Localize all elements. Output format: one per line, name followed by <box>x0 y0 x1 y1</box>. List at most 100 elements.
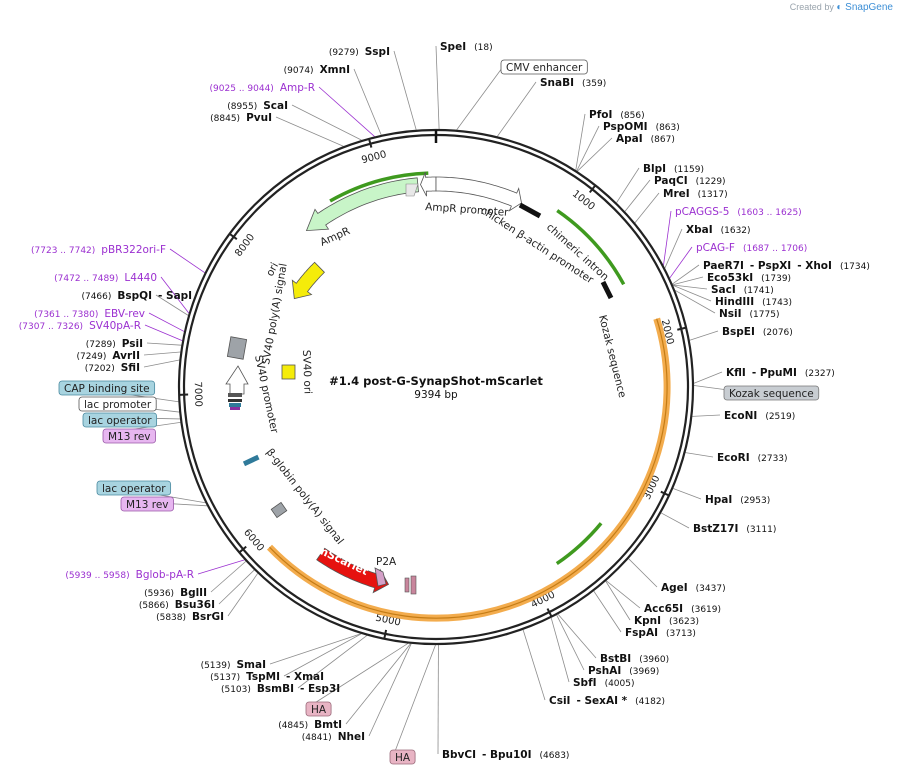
label-csii-extra-0: - SexAI * <box>576 695 627 707</box>
label-sbfi[interactable]: SbfI(4005) <box>573 677 635 689</box>
tick-label-7000: 7000 <box>192 381 204 407</box>
label-bglii[interactable]: BglII(5936) <box>144 587 207 599</box>
label-bstz17i[interactable]: BstZ17I(3111) <box>693 523 776 535</box>
label-lacop2[interactable]: lac operator <box>96 480 172 496</box>
label-sfii[interactable]: SfiI(7202) <box>85 362 140 374</box>
label-blpi[interactable]: BlpI(1159) <box>643 163 704 175</box>
leader-avrii <box>143 351 181 356</box>
label-bspei[interactable]: BspEI(2076) <box>722 326 793 338</box>
label-kozak-box-box <box>723 385 820 401</box>
label-bmti-name: BmtI <box>314 719 342 731</box>
label-eco53ki-name: Eco53kI <box>707 272 753 284</box>
label-ecori[interactable]: EcoRI(2733) <box>717 452 788 464</box>
label-paer7i-name: PaeR7I <box>703 260 744 272</box>
label-apai[interactable]: ApaI(867) <box>616 133 675 145</box>
label-ebvrev[interactable]: EBV-rev(7361 .. 7380) <box>34 308 145 320</box>
label-bsmbi[interactable]: BsmBI- Esp3I(5103) <box>221 683 340 695</box>
orange-feature-arc <box>266 317 671 622</box>
label-cap-box <box>58 380 156 396</box>
label-hpai-name: HpaI <box>705 494 732 506</box>
label-pcag[interactable]: pCAG-F(1687 .. 1706) <box>696 242 807 254</box>
label-sspi[interactable]: SspI(9279) <box>329 46 390 58</box>
label-kpni[interactable]: KpnI(3623) <box>634 615 699 627</box>
label-cmv[interactable]: CMV enhancer <box>500 59 588 75</box>
label-nsii[interactable]: NsiI(1775) <box>719 308 779 320</box>
label-econi[interactable]: EcoNI(2519) <box>724 410 795 422</box>
label-kpni-pos: (3623) <box>669 617 699 627</box>
label-csii-name: CsiI <box>549 695 570 707</box>
label-kozak-box[interactable]: Kozak sequence <box>723 385 820 401</box>
label-saci[interactable]: SacI(1741) <box>711 284 774 296</box>
label-paqci-name: PaqCI <box>654 175 688 187</box>
label-csii[interactable]: CsiI- SexAI *(4182) <box>549 695 665 707</box>
leader-pspomi <box>576 125 600 171</box>
label-nhei[interactable]: NheI(4841) <box>302 731 365 743</box>
label-scai[interactable]: ScaI(8955) <box>227 100 288 112</box>
label-bglob[interactable]: Bglob-pA-R(5939 .. 5958) <box>65 569 194 581</box>
sv40-ori-label: SV40 ori <box>300 350 314 395</box>
tick-3000 <box>660 490 670 497</box>
label-xbai[interactable]: XbaI(1632) <box>686 224 751 236</box>
label-sv40pa[interactable]: SV40pA-R(7307 .. 7326) <box>19 320 141 332</box>
label-cap[interactable]: CAP binding site <box>58 380 156 396</box>
label-ha2[interactable]: HA <box>305 701 332 717</box>
label-paer7i[interactable]: PaeR7I- PspXI- XhoI(1734) <box>703 260 870 272</box>
lac-promoter-block <box>228 399 242 402</box>
label-ha1[interactable]: HA <box>389 749 416 765</box>
label-sfii-name: SfiI <box>121 362 140 374</box>
label-ha1-box <box>389 749 416 765</box>
credit-prefix: Created by <box>789 2 834 12</box>
label-mrei-name: MreI <box>663 188 690 200</box>
label-lacprom[interactable]: lac promoter <box>78 396 157 412</box>
label-pcaggs[interactable]: pCAGGS-5(1603 .. 1625) <box>675 206 802 218</box>
label-eco53ki[interactable]: Eco53kI(1739) <box>707 272 791 284</box>
label-pspomi[interactable]: PspOMI(863) <box>603 121 680 133</box>
label-ha2-box <box>305 701 332 717</box>
label-pbr322-pos: (7723 .. 7742) <box>31 246 95 256</box>
label-agei[interactable]: AgeI(3437) <box>661 582 726 594</box>
label-agei-name: AgeI <box>661 582 688 594</box>
label-hpai[interactable]: HpaI(2953) <box>705 494 770 506</box>
label-bsrgi[interactable]: BsrGI(5838) <box>156 611 224 623</box>
label-bstbi[interactable]: BstBI(3960) <box>600 653 669 665</box>
label-pvui[interactable]: PvuI(8845) <box>210 112 272 124</box>
label-bmti[interactable]: BmtI (4845) <box>278 719 342 731</box>
label-bsu36i[interactable]: Bsu36I(5866) <box>139 599 215 611</box>
snapgene-logo: ◐ SnapGene <box>836 2 893 13</box>
label-xmni[interactable]: XmnI(9074) <box>284 64 350 76</box>
ampr-hatch-block <box>405 183 419 197</box>
label-spei[interactable]: SpeI(18) <box>440 41 493 53</box>
label-ampr-primer-name: Amp-R <box>280 82 315 94</box>
label-kfli[interactable]: KflI- PpuMI(2327) <box>726 367 835 379</box>
cap-binding-block <box>228 393 242 397</box>
label-l4440[interactable]: L4440(7472 .. 7489) <box>54 272 157 284</box>
label-bmti-pos: (4845) <box>278 721 308 731</box>
label-paqci[interactable]: PaqCI(1229) <box>654 175 726 187</box>
label-psii[interactable]: PsiI(7289) <box>86 338 143 350</box>
label-mrei[interactable]: MreI(1317) <box>663 188 728 200</box>
label-lacop1[interactable]: lac operator <box>82 412 158 428</box>
label-m13rev2[interactable]: M13 rev <box>120 496 174 512</box>
label-pbr322[interactable]: pBR322ori-F(7723 .. 7742) <box>31 244 166 256</box>
credit-brand: SnapGene <box>845 2 893 13</box>
label-avrii[interactable]: AvrII(7249) <box>76 350 140 362</box>
label-pfoi[interactable]: PfoI(856) <box>589 109 645 121</box>
leader-bmti <box>345 643 411 725</box>
label-pshai[interactable]: PshAI(3969) <box>588 665 659 677</box>
label-hindiii[interactable]: HindIII(1743) <box>715 296 792 308</box>
label-acc65i[interactable]: Acc65I(3619) <box>644 603 721 615</box>
label-pcaggs-pos: (1603 .. 1625) <box>737 208 801 218</box>
label-tspmi[interactable]: TspMI- XmaI(5137) <box>210 671 324 683</box>
label-leaders <box>62 45 729 755</box>
label-snabi[interactable]: SnaBI(359) <box>540 77 606 89</box>
label-ampr-primer[interactable]: Amp-R(9025 .. 9044) <box>210 82 315 94</box>
label-fspai[interactable]: FspAI(3713) <box>625 627 696 639</box>
leader-cmv <box>456 63 506 131</box>
label-bbvci[interactable]: BbvCI- Bpu10I(4683) <box>442 749 569 761</box>
label-m13rev1[interactable]: M13 rev <box>102 428 156 444</box>
label-smai[interactable]: SmaI(5139) <box>201 659 266 671</box>
label-kfli-pos: (2327) <box>805 369 835 379</box>
label-bglii-pos: (5936) <box>144 589 174 599</box>
label-bspqi[interactable]: BspQI- SapI(7466) <box>81 290 192 302</box>
